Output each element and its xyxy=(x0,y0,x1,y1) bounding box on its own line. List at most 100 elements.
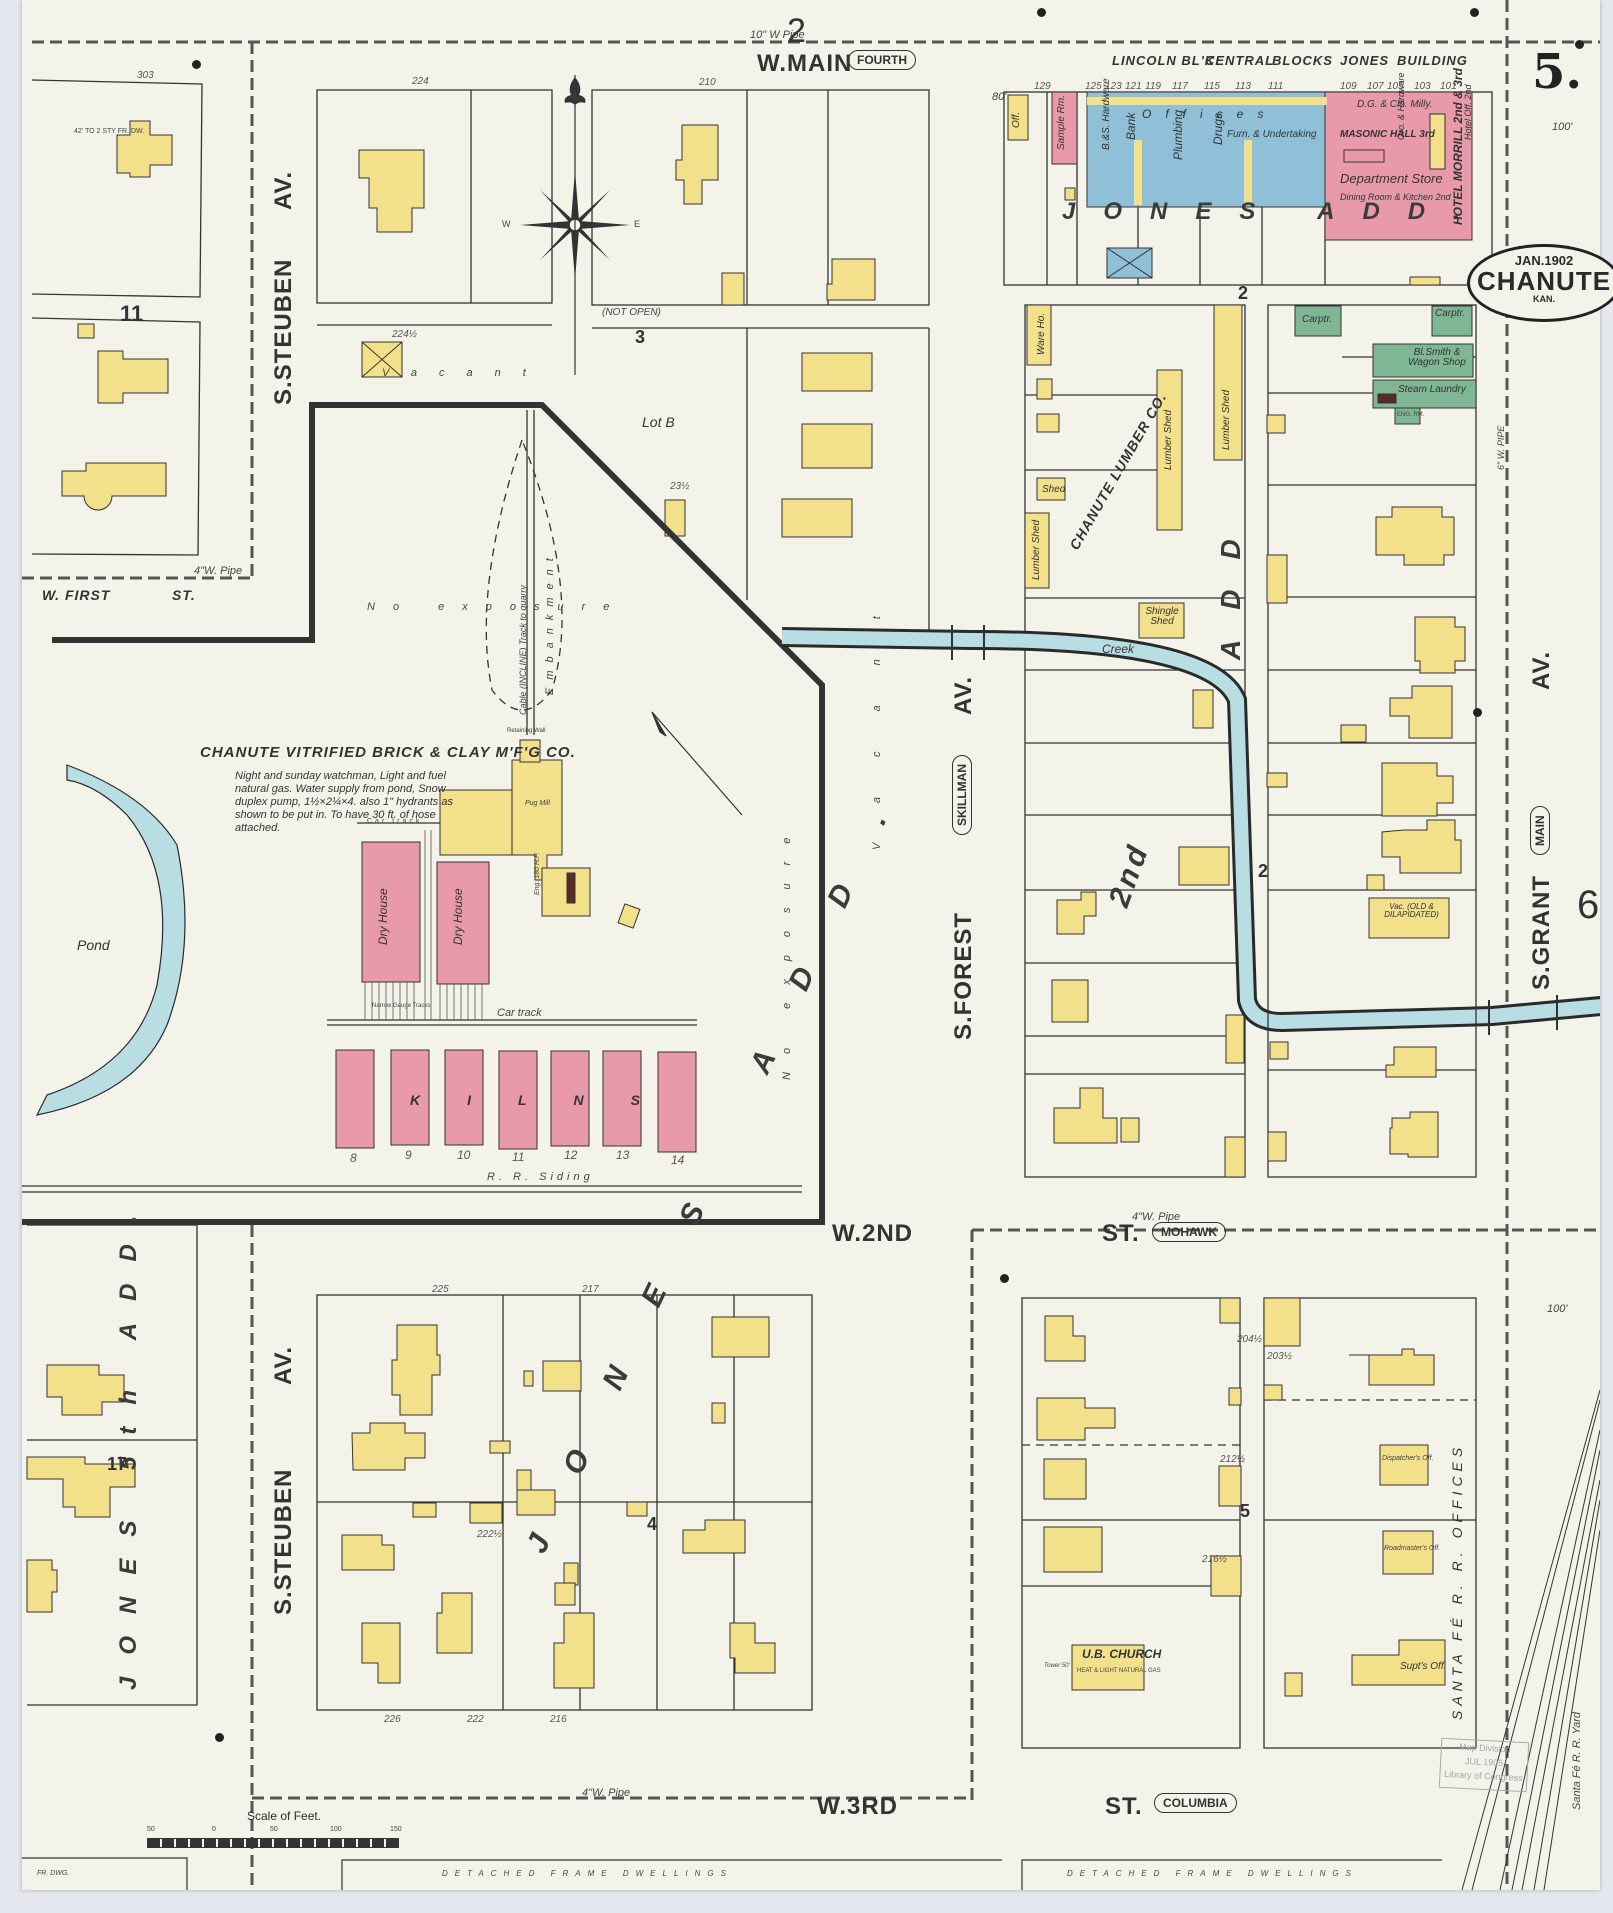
bldg-dining-room: Dining Room & Kitchen 2nd xyxy=(1340,192,1451,202)
santa-fe-offices-label: SANTA FÉ R. R. OFFICES xyxy=(1449,1442,1465,1720)
bldg-shed: Shed xyxy=(1042,484,1066,495)
add-vertical: ADD xyxy=(1215,509,1246,660)
address: 224½ xyxy=(392,329,418,340)
address: 123 xyxy=(1105,81,1122,92)
street-w-main-alias: FOURTH xyxy=(848,50,916,70)
bldg-steam-laundry: Steam Laundry xyxy=(1398,384,1466,395)
scale-tick: 50 xyxy=(147,1826,155,1833)
santa-fe-yard-label: Santa Fé R. R. Yard xyxy=(1571,1711,1583,1810)
car-track-label: Car track xyxy=(367,818,423,825)
kiln-number: 14 xyxy=(671,1153,685,1167)
w-2nd-pipe: 4"W. Pipe xyxy=(1132,1211,1181,1223)
address: 222 xyxy=(467,1714,484,1725)
street-s-steuben-north-suffix: AV. xyxy=(270,170,297,210)
not-open-label: (NOT OPEN) xyxy=(602,307,661,318)
adjoining-sheet-2: 2 xyxy=(787,12,806,50)
embankment-label: Embankment xyxy=(544,550,556,695)
address: 105 xyxy=(1387,81,1404,92)
w-first-pipe: 4"W. Pipe xyxy=(194,565,243,577)
lot-b-label: Lot B xyxy=(642,414,675,430)
kiln-number: 12 xyxy=(564,1148,578,1162)
bldg-bank: Bank xyxy=(1124,112,1138,140)
jones5th-buildings xyxy=(26,1364,136,1613)
block-11-buildings xyxy=(61,120,173,511)
address: 210 xyxy=(699,77,716,88)
address: 216 xyxy=(550,1714,567,1725)
bldg-hotel-office: Hotel Off. 2nd xyxy=(1463,84,1473,140)
scale-title: Scale of Feet. xyxy=(247,1809,322,1823)
address: 109 xyxy=(1340,81,1357,92)
footer-boxes xyxy=(22,1857,1442,1890)
compass-w: W xyxy=(502,219,511,229)
brickworks-notes: Night and sunday watchman, Light and fue… xyxy=(235,770,453,834)
pond xyxy=(35,764,186,1116)
address: 107 xyxy=(1367,81,1384,92)
street-w-3rd: W.3RD xyxy=(817,1793,899,1820)
hydrant-icon xyxy=(215,1733,224,1742)
rr-siding-label: R. R. Siding xyxy=(487,1171,594,1183)
bldg-carpenter: Carptr. xyxy=(1435,308,1466,319)
footer-detached-frame: DETACHED FRAME DWELLINGS xyxy=(1067,1869,1358,1878)
address: 111 xyxy=(1268,81,1284,92)
hydrant-icon xyxy=(1575,40,1584,49)
creek-bank xyxy=(781,627,1600,1033)
vacant-label: Vacant xyxy=(382,367,548,379)
map-date: JAN.1902 xyxy=(1514,253,1574,268)
address: 303 xyxy=(137,70,154,81)
bldg-dry-goods: D.G. & Clo. Milly. xyxy=(1357,99,1433,110)
vacant-label: Vacant xyxy=(871,576,883,850)
street-s-grant-suffix: AV. xyxy=(1528,650,1555,690)
address: 113 xyxy=(1235,81,1251,92)
address: 216½ xyxy=(1202,1554,1228,1565)
street-s-forest-alias: SKILLMAN xyxy=(952,755,972,835)
street-width: 100' xyxy=(1552,121,1573,133)
bldg-supts-office: Supt's Off. xyxy=(1400,1661,1447,1672)
street-s-grant: S.GRANT xyxy=(1528,875,1555,990)
scale-tick: 150 xyxy=(390,1826,402,1833)
bldg-dispatchers-office: Dispatcher's Off. xyxy=(1382,1455,1434,1462)
street-s-steuben-north: S.STEUBEN xyxy=(270,258,297,405)
compass-e: E xyxy=(634,219,641,229)
block-2: 2 xyxy=(1238,283,1249,303)
address: 203½ xyxy=(1267,1351,1293,1362)
address: 224 xyxy=(412,76,429,87)
creek-water xyxy=(781,630,1600,1030)
address: 115 xyxy=(1204,81,1220,92)
building-label: BUILDING xyxy=(1397,53,1468,68)
address: 217 xyxy=(582,1284,599,1295)
street-width: 80' xyxy=(992,91,1007,103)
bldg-warehouse: Ware Ho. xyxy=(1036,312,1047,355)
ub-church: U.B. CHURCH xyxy=(1082,1647,1162,1661)
state-name: KAN. xyxy=(1533,294,1555,304)
engine-label: Eng. 180 H.P. xyxy=(534,852,541,895)
santa-fe-yard xyxy=(1461,1389,1600,1890)
bldg-lumber-shed: Lumber Shed xyxy=(1221,389,1232,450)
note-303: 42' TO 2 STY FR. DW. xyxy=(74,128,145,135)
brickworks-name: CHANUTE VITRIFIED BRICK & CLAY M'F'G CO. xyxy=(200,744,576,761)
hydrant-icon xyxy=(1000,1274,1009,1283)
kilns xyxy=(335,1049,697,1153)
footer-fr-dwg: FR. DWG. xyxy=(37,1870,70,1877)
address: 225 xyxy=(432,1284,449,1295)
address: 212½ xyxy=(1220,1454,1246,1465)
street-w-first-suffix: ST. xyxy=(172,587,196,603)
retaining-wall-label: Retaining Wall xyxy=(507,728,546,734)
address: 101 xyxy=(1440,81,1457,92)
bldg-department-store: Department Store xyxy=(1340,171,1443,186)
street-w-3rd-alias: COLUMBIA xyxy=(1154,1793,1237,1813)
adjoining-sheet-6: 6 xyxy=(1577,883,1600,927)
bldg-engine-room: ENG. RM. xyxy=(1397,412,1425,418)
street-s-steuben-south-suffix: AV. xyxy=(270,1345,297,1385)
creek-label: Creek xyxy=(1102,642,1135,656)
address: 129 xyxy=(1034,81,1051,92)
brickworks-buildings xyxy=(361,739,641,985)
w-main-pipe: 10" W Pipe xyxy=(750,29,805,41)
bldg-furniture: Furn. & Undertaking xyxy=(1227,129,1317,140)
bldg-shingle-shed: Shingle Shed xyxy=(1145,606,1179,627)
footer-detached-frame: DETACHED FRAME DWELLINGS xyxy=(442,1869,733,1878)
church-tower: Tower 50' xyxy=(1044,1663,1070,1669)
block-4: 4 xyxy=(647,1514,658,1534)
block-3-lines xyxy=(591,89,930,640)
bldg-sample-rm: Sample Rm. xyxy=(1056,94,1067,150)
bldg-dry-house: Dry House xyxy=(376,888,390,945)
